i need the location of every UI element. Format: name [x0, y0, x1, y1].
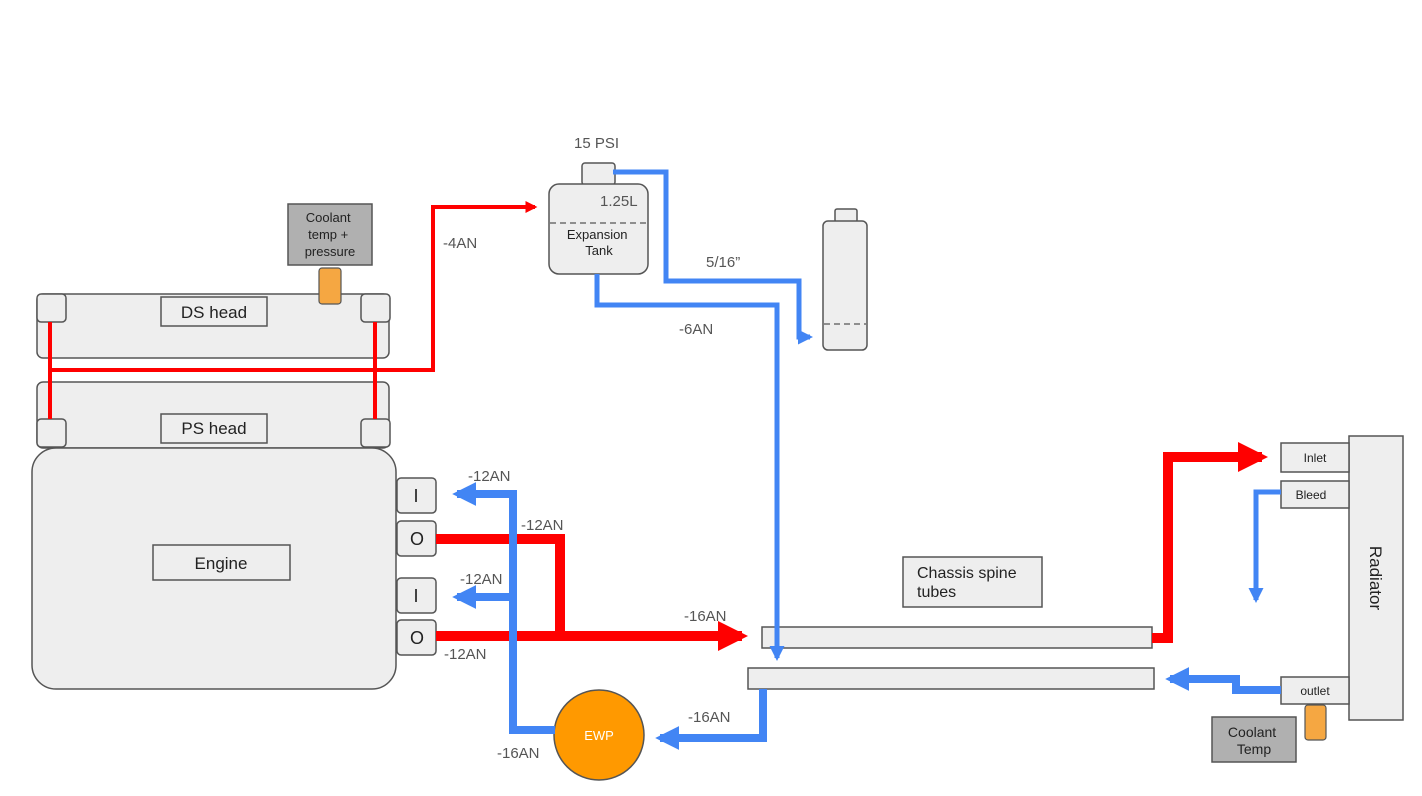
- chassis-tube-upper: [761, 626, 1153, 649]
- outlet-coolant-sensor-label: Coolant Temp: [1228, 724, 1280, 757]
- line-label-16an-ewp-out: -16AN: [497, 745, 540, 762]
- expansion-tank-line-2: Tank: [585, 243, 613, 258]
- head-sensor-line-3: pressure: [305, 244, 356, 259]
- radiator-outlet-label: outlet: [1300, 684, 1330, 698]
- tank-to-spine-line: [594, 274, 785, 661]
- ds-head-port-right: [360, 293, 391, 323]
- outlet-sensor-line-2: Temp: [1237, 741, 1271, 757]
- chassis-spine-label: Chassis spine tubes: [917, 565, 1021, 601]
- line-label-6an: -6AN: [679, 321, 713, 338]
- engine-outlet-port-1-label: O: [410, 529, 424, 549]
- ds-head-label-box: [160, 296, 268, 327]
- engine-outlet-port-2-label: O: [410, 628, 424, 648]
- head-coolant-sensor-icon: [318, 267, 342, 305]
- ds-head-label: DS head: [181, 303, 247, 322]
- expansion-tank-label: Expansion Tank: [567, 227, 631, 258]
- ewp-label: EWP: [584, 728, 614, 743]
- line-label-12an-outlet-1: -12AN: [521, 517, 564, 534]
- engine-inlet-port-1-label: I: [413, 486, 418, 506]
- line-label-16an-ewp-in: -16AN: [688, 709, 731, 726]
- radiator-label: Radiator: [1366, 546, 1385, 611]
- radiator-outlet: [1280, 676, 1350, 705]
- spine-to-radiator-line: [1152, 442, 1268, 643]
- radiator-inlet: [1280, 442, 1350, 473]
- line-label-12an-outlet-2: -12AN: [444, 646, 487, 663]
- radiator-inlet-label: Inlet: [1304, 451, 1327, 465]
- radiator: [1348, 435, 1404, 721]
- outlet-sensor-line-1: Coolant: [1228, 724, 1276, 740]
- line-label-4an: -4AN: [443, 235, 477, 252]
- ewp-to-engine-line: [452, 482, 555, 734]
- expansion-tank-cap: [581, 162, 616, 186]
- ps-head-label: PS head: [181, 419, 246, 438]
- cap-to-overflow-line: [613, 169, 813, 345]
- line-label-16an-spine: -16AN: [684, 608, 727, 625]
- head-sensor-line-2: temp +: [308, 227, 348, 242]
- tank-capacity-label: 1.25L: [600, 193, 638, 210]
- head-sensor-line-1: Coolant: [306, 210, 351, 225]
- radiator-bleed-label: Bleed: [1296, 488, 1327, 502]
- ps-head-label-box: [160, 413, 268, 444]
- outlet-coolant-sensor-icon: [1304, 704, 1327, 741]
- line-label-12an-inlet-2: -12AN: [460, 571, 503, 588]
- outlet-coolant-sensor-label-box: [1211, 716, 1297, 763]
- ewp-pump: [553, 689, 645, 781]
- radiator-outlet-to-spine-line: [1165, 667, 1281, 694]
- radiator-bleed: [1280, 480, 1350, 509]
- engine-inlet-port-1: [396, 477, 437, 514]
- engine-label: Engine: [195, 554, 248, 573]
- spine-to-ewp-line: [655, 689, 767, 750]
- cap-pressure-label: 15 PSI: [574, 135, 619, 152]
- line-label-12an-inlet-1: -12AN: [468, 468, 511, 485]
- line-label-5-16: 5/16”: [706, 254, 740, 271]
- engine-inlet-port-2: [396, 577, 437, 614]
- engine-label-box: [152, 544, 291, 581]
- chassis-spine-line-1: Chassis spine: [917, 565, 1017, 582]
- engine-inlet-port-2-label: I: [413, 586, 418, 606]
- head-coolant-sensor-label-box: [287, 203, 373, 266]
- expansion-tank-line-1: Expansion: [567, 227, 628, 242]
- head-vent-to-tank-line: [50, 201, 538, 372]
- ds-head-port-left: [36, 293, 67, 323]
- ps-head-port-right: [360, 418, 391, 448]
- bleed-return-line: [1248, 489, 1281, 603]
- overflow-bottle-cap: [834, 208, 858, 223]
- chassis-spine-label-box: [902, 556, 1043, 608]
- chassis-tube-lower: [747, 667, 1155, 690]
- engine-outlet-1-line: [436, 534, 565, 635]
- head-coolant-sensor-label: Coolant temp + pressure: [305, 210, 356, 259]
- chassis-spine-line-2: tubes: [917, 584, 956, 601]
- ps-head-port-left: [36, 418, 67, 448]
- overflow-bottle: [822, 220, 868, 351]
